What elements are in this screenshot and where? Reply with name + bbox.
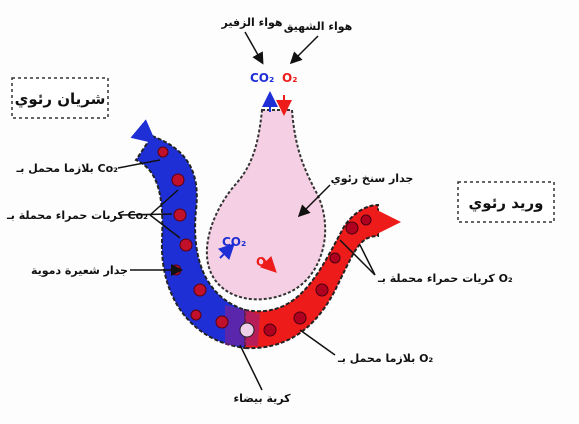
- white-cell-label: كرية بيضاء: [233, 392, 291, 405]
- rbc-o2-label: كريات حمراء محملة بـ O₂: [377, 272, 513, 285]
- capillary-wall-label: جدار شعيرة دموية: [31, 264, 128, 277]
- inhaled-air-label: هواء الشهيق: [284, 20, 353, 33]
- plasma-co2-label: بلازما محمل بـ Co₂: [15, 162, 118, 175]
- co2-inner-label: CO₂: [222, 235, 246, 249]
- o2-top-label: O₂: [282, 71, 297, 85]
- alveolus: [207, 110, 325, 299]
- artery-flow-arrow: [140, 130, 152, 140]
- white-blood-cell: [240, 323, 254, 337]
- rbc-co2-label: كريات حمراء محملة بـ Co₂: [6, 209, 148, 222]
- o2-inner-label: O₂: [256, 255, 271, 269]
- plasma-o2-label: بلازما محمل بـ O₂: [337, 352, 433, 365]
- pulmonary-artery-label: شريان رئوي: [15, 90, 106, 109]
- exhaled-air-label: هواء الزفير: [220, 16, 282, 29]
- pulmonary-vein-label: وريد رئوي: [469, 194, 544, 213]
- co2-top-label: CO₂: [250, 71, 274, 85]
- alveolus-wall-label: جدار سنخ رئوي: [331, 172, 414, 185]
